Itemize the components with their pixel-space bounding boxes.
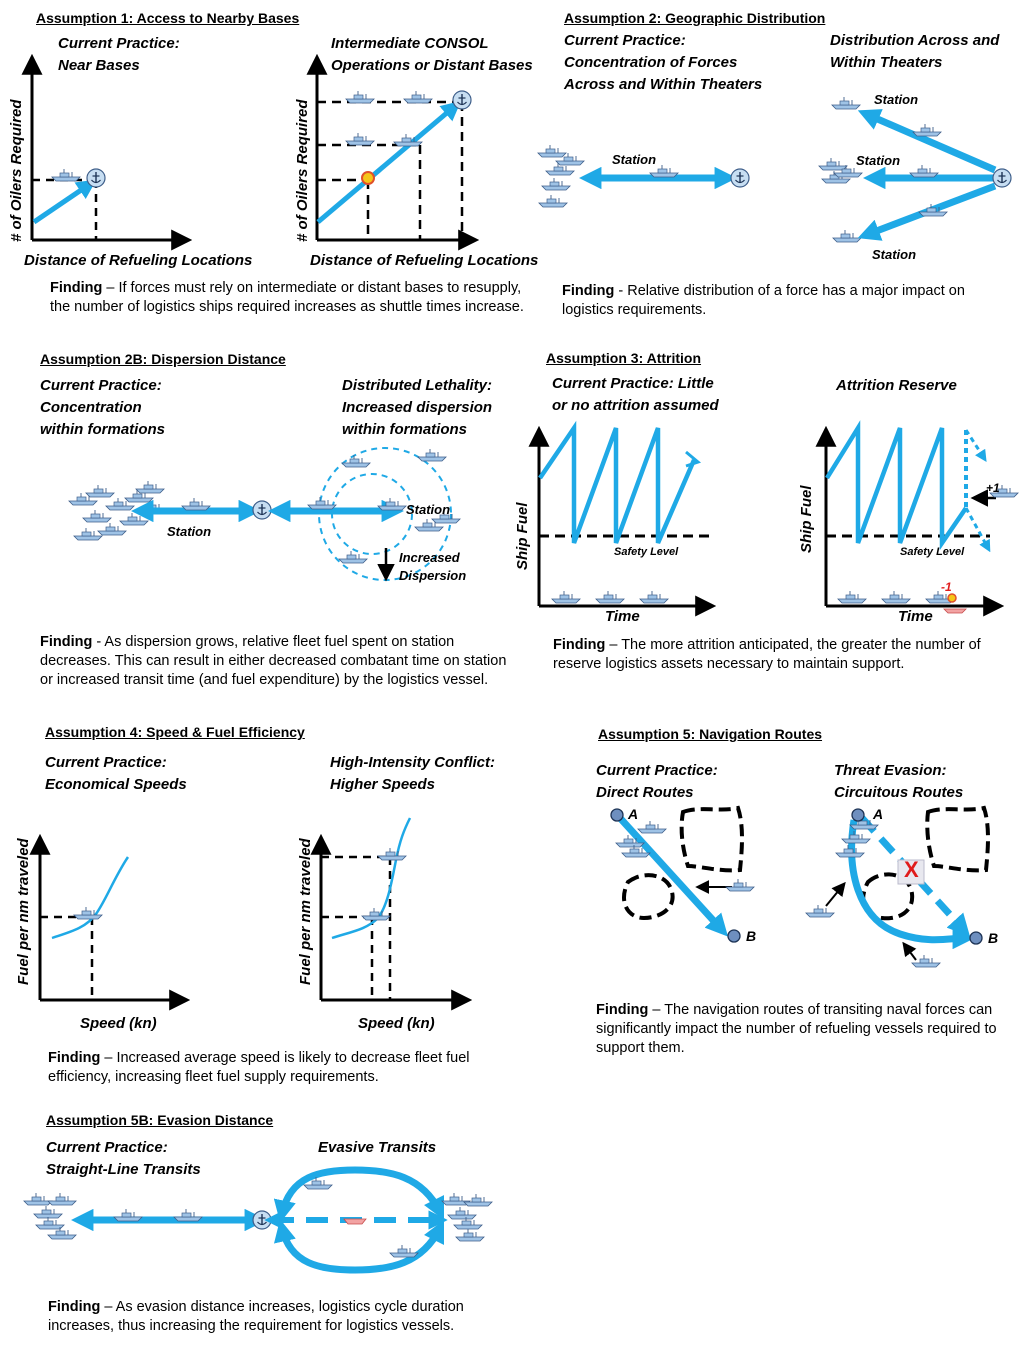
a3-left-yaxis-label: Ship Fuel xyxy=(514,502,531,571)
a1-left-caption: Current Practice:Near Bases xyxy=(58,35,180,74)
a4-right-caption: High-Intensity Conflict:Higher Speeds xyxy=(330,754,495,793)
a5b-right-caption: Evasive Transits xyxy=(318,1139,437,1156)
a4-right-xaxis-label: Speed (kn) xyxy=(358,1015,435,1032)
a4-left-caption: Current Practice:Economical Speeds xyxy=(45,754,187,793)
a2b-right-caption: Distributed Lethality:Increased dispersi… xyxy=(342,377,493,438)
a2b-increased-label: Increased xyxy=(399,550,460,565)
a2b-station-right: Station xyxy=(406,502,451,517)
a5-left-caption: Current Practice:Direct Routes xyxy=(596,762,718,801)
a2-diagram-left xyxy=(537,144,750,208)
a2-right-station-mid: Station xyxy=(856,153,901,168)
a5-left-point-b: B xyxy=(746,928,757,944)
a3-right-yaxis-label: Ship Fuel xyxy=(798,485,815,554)
a4-right-yaxis-label: Fuel per nm traveled xyxy=(297,838,314,985)
a3-finding: Finding – The more attrition anticipated… xyxy=(553,637,981,672)
a5-finding: Finding – The navigation routes of trans… xyxy=(596,1002,997,1056)
a5-blocked-route-x: X xyxy=(904,857,919,882)
a3-chart-left xyxy=(528,420,717,617)
a2b-station-left: Station xyxy=(167,524,212,539)
a1-chart-left xyxy=(21,53,193,251)
a3-left-xaxis-label: Time xyxy=(605,608,640,625)
a2-finding: Finding - Relative distribution of a for… xyxy=(562,283,965,318)
a5b-title: Assumption 5B: Evasion Distance xyxy=(46,1112,274,1128)
a3-right-xaxis-label: Time xyxy=(898,608,933,625)
a3-right-safety-label: Safety Level xyxy=(900,546,965,558)
a5b-diagram xyxy=(23,1166,493,1274)
a5-title: Assumption 5: Navigation Routes xyxy=(598,726,823,742)
a2b-diagram xyxy=(68,447,461,582)
a1-finding: Finding – If forces must rely on interme… xyxy=(50,280,524,315)
a5-right-point-b: B xyxy=(988,930,999,946)
a2-left-caption: Current Practice:Concentration of Forces… xyxy=(564,32,763,93)
a3-right-caption: Attrition Reserve xyxy=(836,377,957,394)
a4-chart-right xyxy=(310,817,473,1011)
a1-chart-right xyxy=(306,53,480,251)
a3-left-safety-label: Safety Level xyxy=(614,546,679,558)
a5-right-caption: Threat Evasion:Circuitous Routes xyxy=(834,762,964,801)
a4-finding: Finding – Increased average speed is lik… xyxy=(48,1050,470,1085)
a1-right-xaxis-label: Distance of Refueling Locations xyxy=(310,252,539,269)
a2-right-station-bottom: Station xyxy=(872,247,917,262)
a4-left-xaxis-label: Speed (kn) xyxy=(80,1015,157,1032)
a3-title: Assumption 3: Attrition xyxy=(546,350,702,366)
a2b-title: Assumption 2B: Dispersion Distance xyxy=(40,351,286,367)
a1-left-yaxis-label: # of Oilers Required xyxy=(8,99,25,242)
a2b-dispersion-label: Dispersion xyxy=(399,568,467,583)
a2b-finding: Finding - As dispersion grows, relative … xyxy=(40,634,507,688)
a2-right-station-top: Station xyxy=(874,92,919,107)
a5-diagram-right xyxy=(805,805,990,968)
a2-left-station-label: Station xyxy=(612,152,657,167)
a2-title: Assumption 2: Geographic Distribution xyxy=(564,10,826,26)
a3-plus-one: +1 xyxy=(986,481,1000,495)
a1-left-xaxis-label: Distance of Refueling Locations xyxy=(24,252,253,269)
a4-title: Assumption 4: Speed & Fuel Efficiency xyxy=(45,724,305,740)
a4-left-yaxis-label: Fuel per nm traveled xyxy=(15,838,32,985)
a2-diagram-right xyxy=(818,96,1012,243)
a5-diagram-left xyxy=(610,805,755,943)
a5-left-point-a: A xyxy=(628,806,639,822)
a3-chart-right xyxy=(815,420,1019,617)
a3-minus-one: -1 xyxy=(941,580,952,594)
a5b-finding: Finding – As evasion distance increases,… xyxy=(48,1299,464,1334)
a1-right-yaxis-label: # of Oilers Required xyxy=(294,99,311,242)
a5b-left-caption: Current Practice:Straight-Line Transits xyxy=(46,1139,201,1178)
a4-chart-left xyxy=(29,833,191,1011)
a1-title: Assumption 1: Access to Nearby Bases xyxy=(36,10,300,26)
a5-right-point-a: A xyxy=(873,806,884,822)
